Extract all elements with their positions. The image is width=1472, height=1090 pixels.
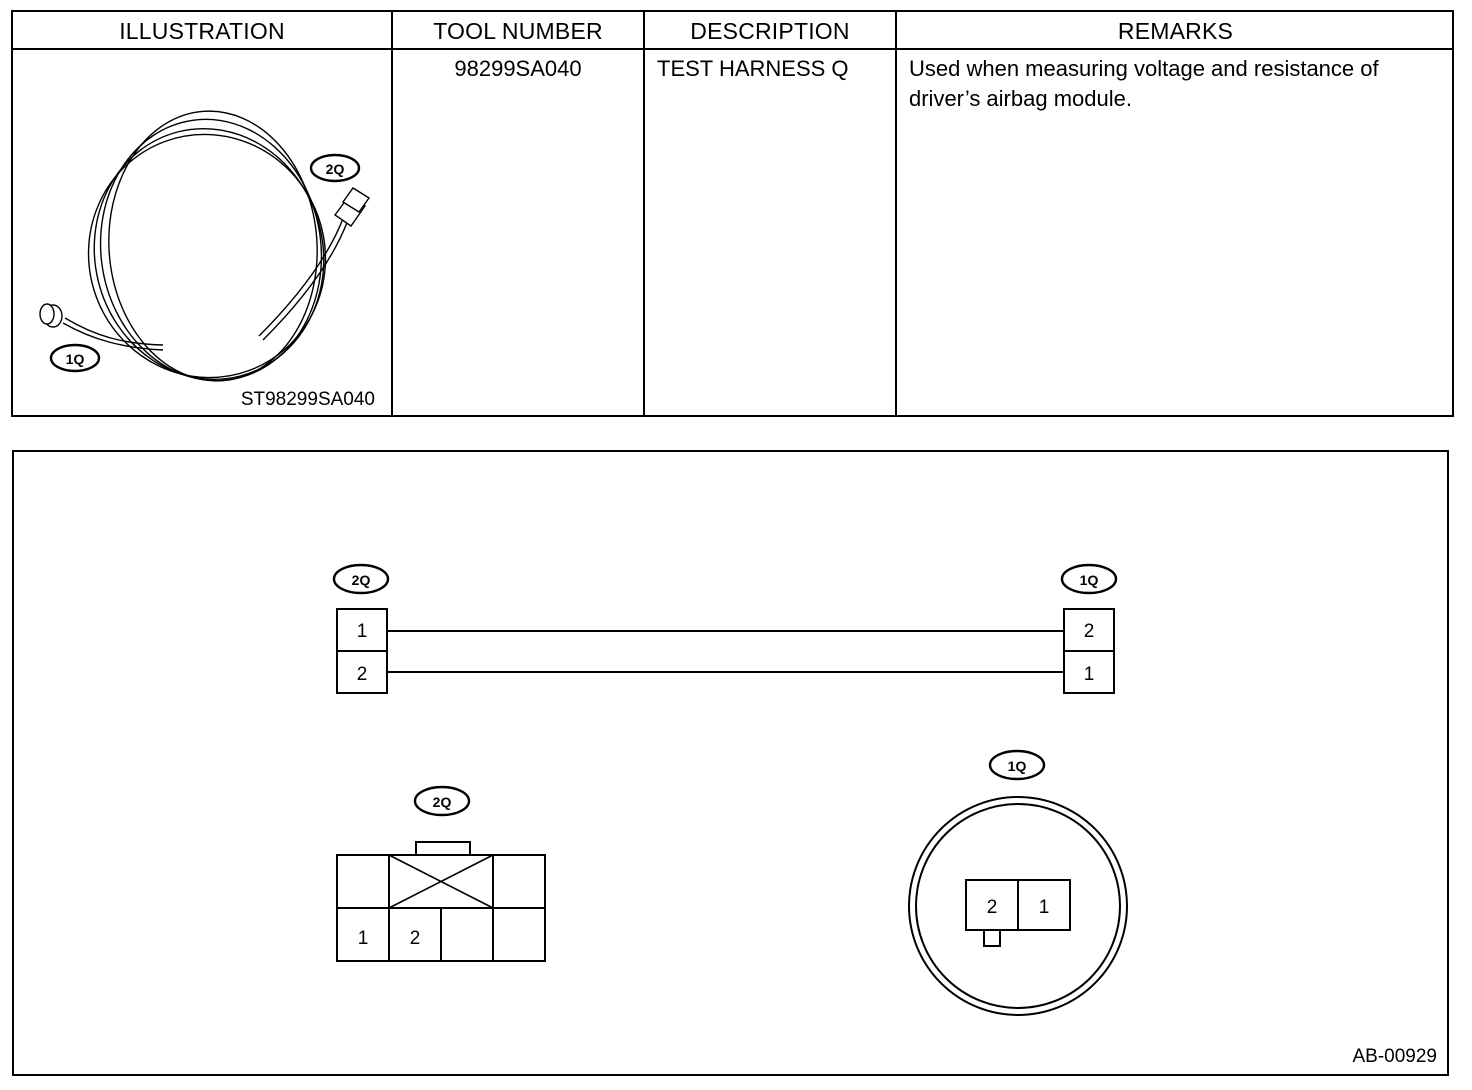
remarks-value: Used when measuring voltage and resistan… bbox=[909, 56, 1379, 111]
wiring-diagram: 2Q 1 2 1Q 2 1 bbox=[332, 563, 1128, 1016]
connector-2q-face: 2Q 1 2 bbox=[336, 785, 546, 962]
callout-2q: 2Q bbox=[309, 153, 361, 183]
header-illustration: ILLUSTRATION bbox=[13, 12, 391, 50]
right-connector bbox=[1063, 608, 1115, 694]
connector-2q-latch bbox=[415, 841, 471, 856]
callout-2q-face: 2Q bbox=[413, 785, 471, 817]
svg-text:1Q: 1Q bbox=[1008, 758, 1027, 774]
svg-text:1Q: 1Q bbox=[66, 351, 85, 367]
svg-text:2Q: 2Q bbox=[352, 572, 371, 588]
left-pin-2: 2 bbox=[357, 664, 368, 685]
header-remarks: REMARKS bbox=[897, 12, 1454, 50]
svg-text:2Q: 2Q bbox=[433, 794, 452, 810]
header-description: DESCRIPTION bbox=[645, 12, 895, 50]
wiring-diagram-panel: 2Q 1 2 1Q 2 1 bbox=[12, 450, 1449, 1076]
callout-1q-face: 1Q bbox=[988, 749, 1046, 781]
callout-right-1q: 1Q bbox=[1060, 563, 1118, 595]
column-remarks: REMARKS Used when measuring voltage and … bbox=[895, 12, 1454, 415]
description-value: TEST HARNESS Q bbox=[657, 56, 849, 81]
left-pin-1: 1 bbox=[357, 621, 368, 642]
callout-1q: 1Q bbox=[49, 343, 101, 373]
tool-number-value: 98299SA040 bbox=[454, 56, 582, 81]
harness-illustration: 2Q 1Q bbox=[39, 110, 371, 382]
right-pin-2: 2 bbox=[1084, 621, 1095, 642]
column-tool-number: TOOL NUMBER 98299SA040 bbox=[391, 12, 643, 415]
connector-2q-pin-1: 1 bbox=[358, 928, 369, 949]
harness-schematic: 2Q 1 2 1Q 2 1 bbox=[332, 563, 1118, 694]
connector-1q-pin-2: 2 bbox=[987, 897, 998, 918]
connector-1q-face: 1Q 2 1 bbox=[908, 749, 1128, 1016]
left-connector bbox=[336, 608, 388, 694]
tool-table: ILLUSTRATION bbox=[11, 10, 1454, 417]
illustration-code: ST98299SA040 bbox=[240, 389, 375, 410]
svg-text:2Q: 2Q bbox=[326, 161, 345, 177]
column-description: DESCRIPTION TEST HARNESS Q bbox=[643, 12, 895, 415]
right-pin-1: 1 bbox=[1084, 664, 1095, 685]
reference-code: AB-00929 bbox=[1352, 1046, 1437, 1067]
header-tool-number: TOOL NUMBER bbox=[393, 12, 643, 50]
column-illustration: ILLUSTRATION bbox=[13, 12, 391, 415]
svg-text:1Q: 1Q bbox=[1080, 572, 1099, 588]
connector-1q-drawing bbox=[39, 303, 63, 328]
connector-1q-pin-1: 1 bbox=[1039, 897, 1050, 918]
connector-2q-drawing bbox=[334, 187, 371, 227]
callout-left-2q: 2Q bbox=[332, 563, 390, 595]
connector-2q-pin-2: 2 bbox=[410, 928, 421, 949]
